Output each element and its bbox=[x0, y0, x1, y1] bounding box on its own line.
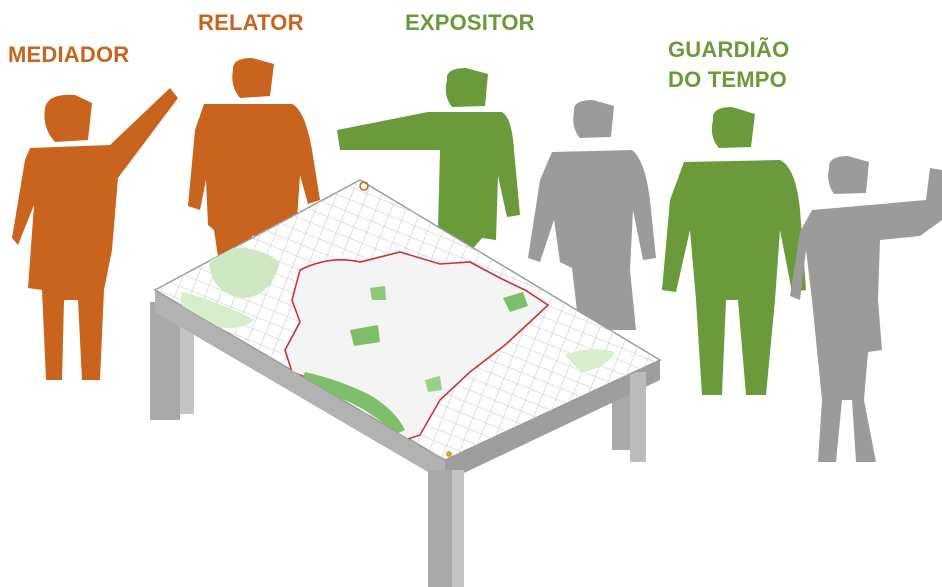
role-label-guardiao-line2: DO TEMPO bbox=[668, 67, 787, 92]
table-leg bbox=[630, 372, 646, 462]
map-compass-icon bbox=[359, 181, 369, 191]
role-label-guardiao-do-tempo: GUARDIÃO DO TEMPO bbox=[668, 35, 789, 95]
table-leg bbox=[452, 470, 464, 587]
role-label-expositor: EXPOSITOR bbox=[405, 10, 535, 35]
table-edge-right bbox=[445, 360, 660, 482]
role-label-guardiao-line1: GUARDIÃO bbox=[668, 37, 790, 62]
participant-figure bbox=[528, 100, 656, 330]
participant-figure-waving bbox=[790, 156, 942, 462]
map-logo-icon bbox=[446, 451, 452, 457]
guardiao-figure bbox=[662, 107, 806, 395]
expositor-figure bbox=[337, 68, 520, 252]
table-leg bbox=[180, 314, 194, 414]
mediador-figure bbox=[12, 88, 178, 380]
table-edge-left bbox=[155, 290, 445, 482]
role-label-relator: RELATOR bbox=[198, 10, 304, 35]
role-label-mediador: MEDIADOR bbox=[8, 42, 130, 67]
